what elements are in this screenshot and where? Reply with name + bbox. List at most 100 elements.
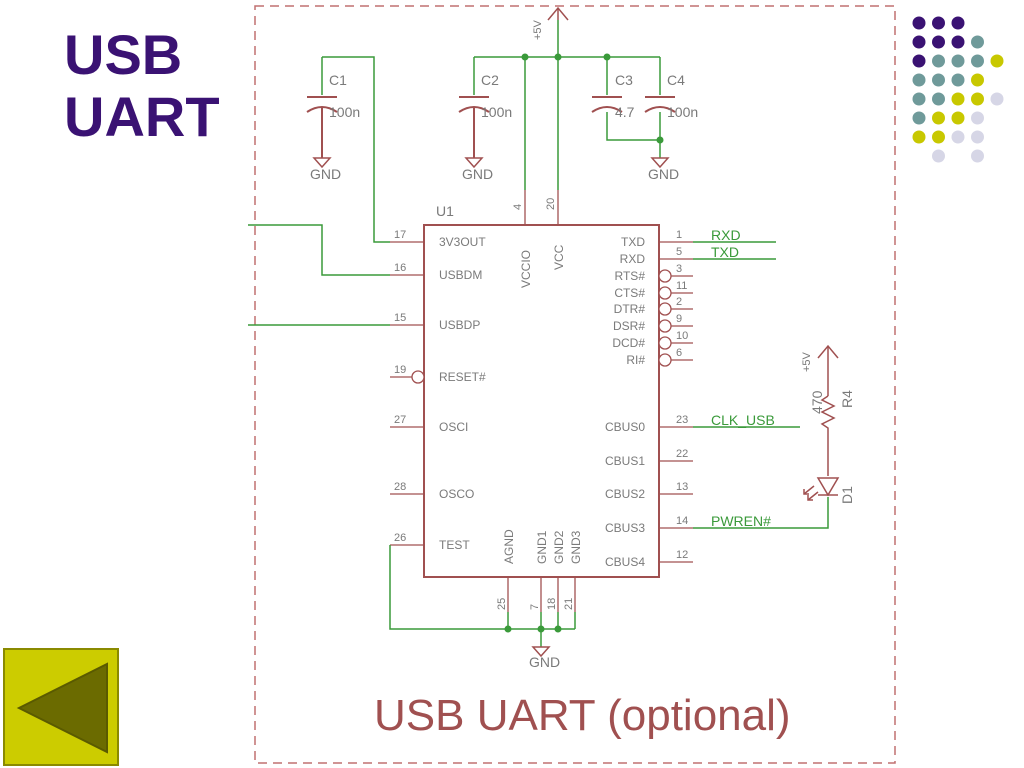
pin-number-3: 3 [676,263,682,275]
net-label-rxd: RXD [711,227,741,243]
pin-number-16: 16 [394,262,406,274]
c3-value: 4.7 [615,104,635,120]
pin-number-7: 7 [529,604,541,610]
decorative-dot [912,16,926,30]
c1-ref: C1 [329,72,347,88]
ground-symbols [312,157,670,658]
r4-value: 470 [809,390,825,414]
pin-name-cbus1: CBUS1 [605,454,645,468]
decorative-dot [971,92,984,106]
supply-label-right: +5V [801,351,813,372]
decorative-dot [951,92,965,106]
decorative-dot [912,35,926,49]
ic-u1-ref: U1 [436,203,454,219]
pin-name-reset: RESET# [439,370,486,384]
gnd-label-c4: GND [648,166,679,182]
pin-number-12: 12 [676,549,688,561]
c3-ref: C3 [615,72,633,88]
ic-top-pin-lines [524,190,559,225]
left-triangle-icon [16,662,108,754]
wire-nets [248,20,829,647]
decorative-dot [932,130,945,144]
pin-number-2: 2 [676,296,682,308]
pin-name-cbus3: CBUS3 [605,521,645,535]
pin-number-28: 28 [394,481,406,493]
pin-name-gnd3: GND3 [569,530,583,564]
decorative-dot [932,111,945,125]
pin-number-25: 25 [496,598,508,610]
title-line-2: UART [64,85,220,148]
pin-number-5: 5 [676,246,682,258]
pin-name-gnd1: GND1 [535,530,549,564]
decorative-dot [912,73,926,87]
net-label-pwren: PWREN# [711,513,771,529]
decorative-dot [971,149,984,163]
ic-bottom-pin-lines [507,577,576,612]
pin-name-cbus4: CBUS4 [605,555,645,569]
ic-right-inversion-bubbles [658,269,672,367]
pin-name-gnd2: GND2 [552,530,566,564]
gnd-label-c2: GND [462,166,493,182]
d1-ref: D1 [839,486,855,504]
title-line-1: USB [64,23,183,86]
net-label-clk-usb: CLK_USB [711,412,775,428]
pin-number-13: 13 [676,481,688,493]
decorative-dot [971,111,984,125]
c4-value: 100n [667,104,698,120]
supply-label-top: +5V [532,19,544,40]
pin-number-27: 27 [394,414,406,426]
pin-number-4: 4 [512,204,524,210]
pin-name-rts: RTS# [615,269,646,283]
pin-number-17: 17 [394,229,406,241]
decorative-dot-grid [912,16,1004,163]
pin-number-23: 23 [676,414,688,426]
decorative-dot [912,111,926,125]
decorative-dot [932,92,945,106]
pin-number-9: 9 [676,313,682,325]
wire-junctions [504,53,664,633]
decorative-dot [912,92,926,106]
c2-value: 100n [481,104,512,120]
supply-arrow-top [547,6,569,21]
decorative-dot [951,35,965,49]
pin-number-11: 11 [676,280,687,292]
decorative-dot [990,54,1004,68]
c4-ref: C4 [667,72,685,88]
pin-number-14: 14 [676,515,688,527]
pin-number-6: 6 [676,347,682,359]
pin-name-usbdp: USBDP [439,318,480,332]
decorative-dot [951,130,965,144]
pin-name-dcd: DCD# [612,336,645,350]
decorative-dot [990,92,1004,106]
pin-name-vccio: VCCIO [519,250,533,288]
capacitor-symbols [306,96,676,158]
pin-name-ri: RI# [626,353,645,367]
pin-name-3v3out: 3V3OUT [439,235,486,249]
diagram-caption: USB UART (optional) [374,691,791,740]
pin-number-21: 21 [563,598,575,610]
decorative-dot [912,54,926,68]
decorative-dot [932,16,945,30]
pin-name-cts: CTS# [614,286,645,300]
supply-arrow-right [817,344,839,396]
ic-left-pin-lines [390,241,424,546]
pin-name-osco: OSCO [439,487,474,501]
gnd-label-c1: GND [310,166,341,182]
pin-number-22: 22 [676,448,688,460]
decorative-dot [971,35,984,49]
decorative-dot [932,54,945,68]
capacitor-labels: C1 100n C2 100n C3 4.7 C4 100n [329,72,698,120]
pin-number-26: 26 [394,532,406,544]
back-button[interactable] [3,648,119,766]
reset-inversion-bubble [411,370,425,384]
r4-ref: R4 [839,390,855,408]
pin-name-cbus2: CBUS2 [605,487,645,501]
c2-ref: C2 [481,72,499,88]
c1-value: 100n [329,104,360,120]
gnd-label-ic: GND [529,654,560,670]
decorative-dot [971,73,984,87]
decorative-dot [971,130,984,144]
pin-name-vcc: VCC [552,244,566,270]
pin-name-rxd: RXD [620,252,646,266]
